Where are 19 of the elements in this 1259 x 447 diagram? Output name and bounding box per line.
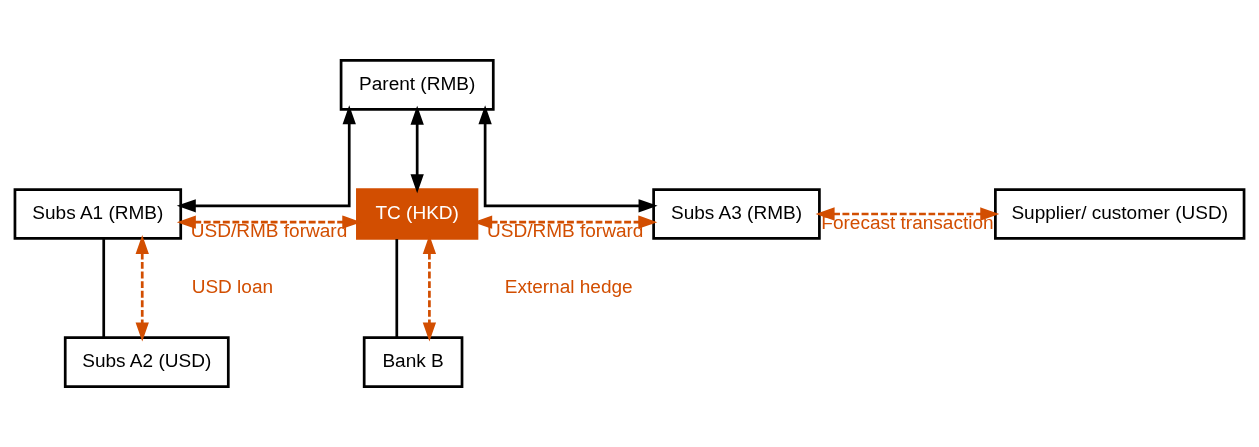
node-box: Subs A1 (RMB) [13, 188, 183, 240]
edge-label: USD/RMB forward [487, 220, 644, 242]
edge-label: USD/RMB forward [190, 220, 348, 242]
node-box: Subs A3 (RMB) [652, 188, 821, 240]
node-box: Bank B [362, 336, 464, 388]
arrow [478, 105, 658, 213]
connector [395, 239, 399, 338]
edge-label: External hedge [504, 276, 633, 298]
node-box: Subs A2 (USD) [63, 336, 230, 388]
node-box: Parent (RMB) [339, 59, 495, 111]
arrow [176, 105, 356, 213]
node-box: Supplier/ customer (USD) [994, 188, 1246, 240]
node-box: TC (HKD) [356, 188, 479, 240]
edge-label: Forecast transaction [821, 212, 994, 234]
edge-label: USD loan [191, 276, 274, 298]
arrow [135, 235, 149, 342]
connector [102, 239, 106, 338]
arrow [410, 105, 424, 194]
arrow [815, 207, 1000, 221]
